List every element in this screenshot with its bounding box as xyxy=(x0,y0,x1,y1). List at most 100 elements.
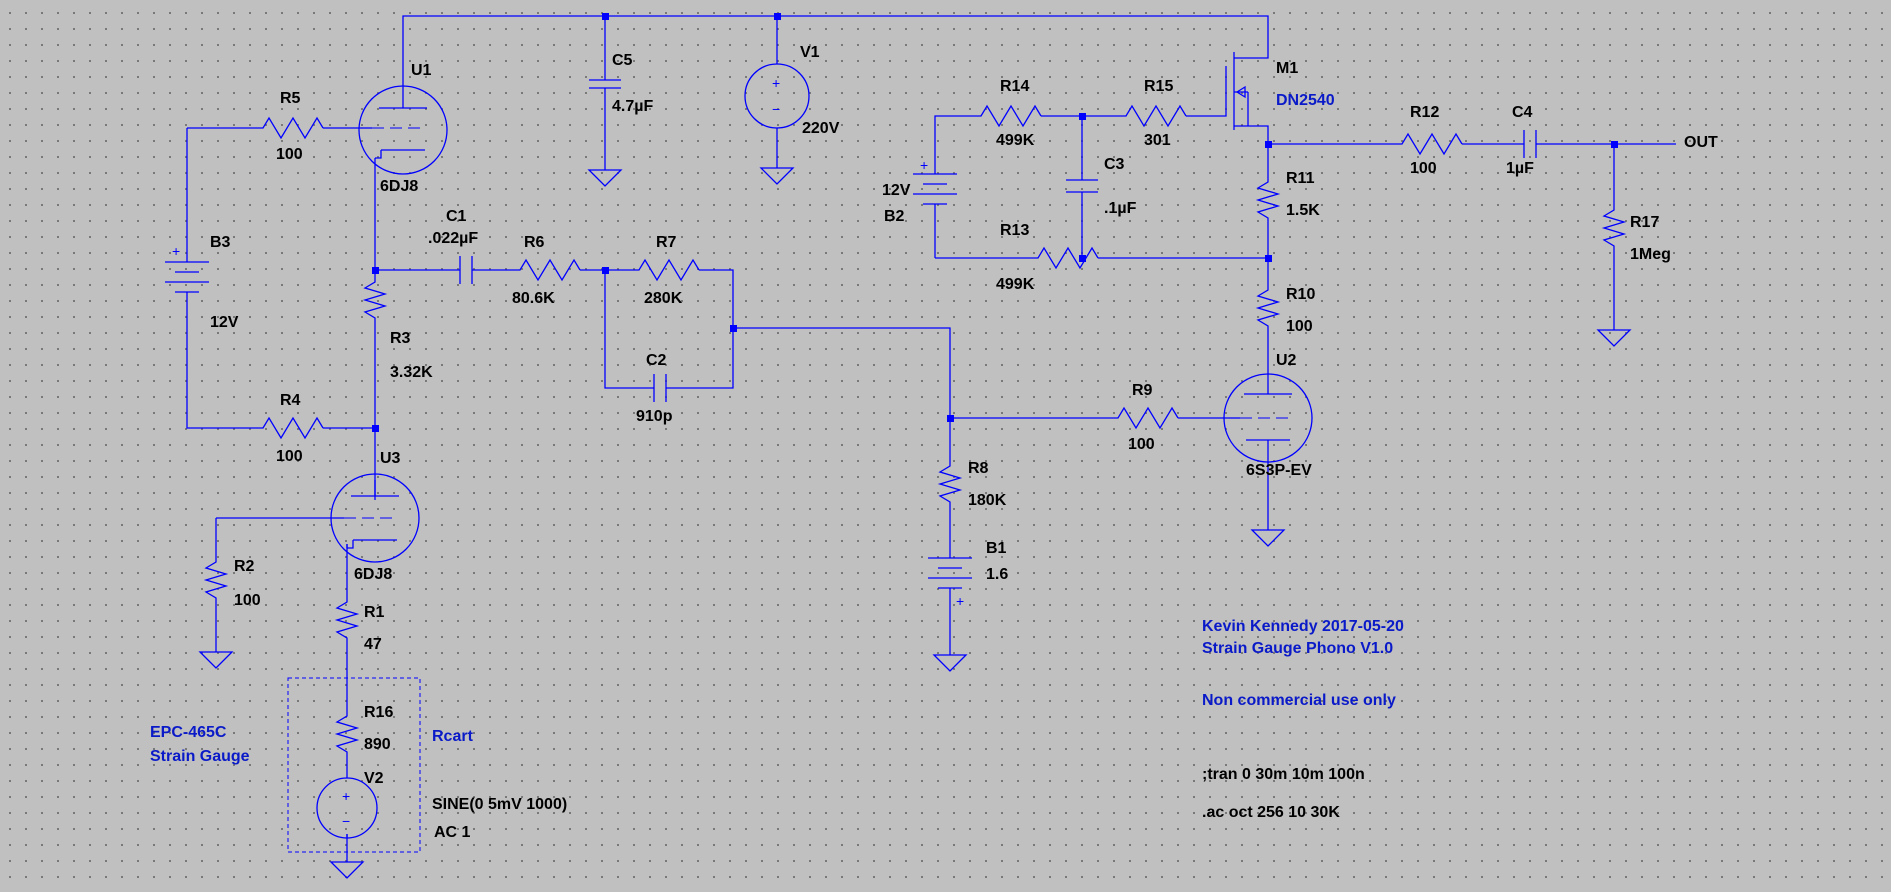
r5-value: 100 xyxy=(276,146,303,163)
capacitor-c2 xyxy=(653,374,667,402)
r14-value: 499K xyxy=(996,132,1035,149)
r10-value: 100 xyxy=(1286,318,1313,335)
comment-license: Non commercial use only xyxy=(1202,692,1396,709)
r9-value: 100 xyxy=(1128,436,1155,453)
resistor-r9 xyxy=(1106,406,1179,430)
c4-ref: C4 xyxy=(1512,104,1533,121)
r11-ref: R11 xyxy=(1286,170,1315,187)
wires xyxy=(186,15,1676,862)
r3-value: 3.32K xyxy=(390,364,433,381)
r4-ref: R4 xyxy=(280,392,301,409)
r15-value: 301 xyxy=(1144,132,1171,149)
r12-ref: R12 xyxy=(1410,104,1440,121)
v1-ref: V1 xyxy=(800,44,820,61)
r17-ref: R17 xyxy=(1630,214,1660,231)
minus-mark-v2: − xyxy=(342,813,351,829)
resistor-r11 xyxy=(1255,170,1281,230)
r6-ref: R6 xyxy=(524,234,545,251)
b3-value: 12V xyxy=(210,314,239,331)
c2-value: 910p xyxy=(636,408,673,425)
resistor-r4 xyxy=(251,416,324,440)
u3-ref: U3 xyxy=(380,450,401,467)
comment-cartridge-line1: EPC-465C xyxy=(150,724,227,741)
v2-value2: AC 1 xyxy=(434,824,471,841)
ground-v2 xyxy=(329,861,365,879)
c1-value: .022µF xyxy=(428,230,479,247)
r2-value: 100 xyxy=(234,592,261,609)
ground-u2 xyxy=(1250,529,1286,547)
resistor-r14 xyxy=(969,104,1042,128)
c3-ref: C3 xyxy=(1104,156,1125,173)
u2-model: 6S3P-EV xyxy=(1246,462,1312,479)
resistor-r2 xyxy=(203,550,229,622)
ground-v1 xyxy=(759,167,795,185)
comment-rcart: Rcart xyxy=(432,728,473,745)
c5-value: 4.7µF xyxy=(612,98,654,115)
plus-mark-b2: + xyxy=(920,157,929,173)
resistor-r10 xyxy=(1255,278,1281,338)
minus-mark-v1: − xyxy=(772,101,781,117)
r15-ref: R15 xyxy=(1144,78,1174,95)
r7-value: 280K xyxy=(644,290,683,307)
r3-ref: R3 xyxy=(390,330,411,347)
net-label-out: OUT xyxy=(1684,134,1718,151)
resistor-r3 xyxy=(362,270,388,330)
ground-c5 xyxy=(587,169,623,187)
plus-mark-v2: + xyxy=(342,788,351,804)
u2-ref: U2 xyxy=(1276,352,1297,369)
resistor-r12 xyxy=(1390,132,1463,156)
r6-value: 80.6K xyxy=(512,290,555,307)
resistor-r1 xyxy=(334,590,360,650)
tube-u2 xyxy=(1223,373,1313,463)
r1-value: 47 xyxy=(364,636,382,653)
voltage-sources xyxy=(316,63,810,839)
u1-model: 6DJ8 xyxy=(380,178,419,195)
batteries xyxy=(165,160,972,596)
r7-ref: R7 xyxy=(656,234,677,251)
r13-ref: R13 xyxy=(1000,222,1030,239)
c5-ref: C5 xyxy=(612,52,633,69)
comment-author: Kevin Kennedy 2017-05-20 xyxy=(1202,618,1404,635)
r4-value: 100 xyxy=(276,448,303,465)
tube-u1 xyxy=(358,85,448,175)
r14-ref: R14 xyxy=(1000,78,1030,95)
capacitor-c3 xyxy=(1066,179,1098,193)
r9-ref: R9 xyxy=(1132,382,1153,399)
plus-mark-b3: + xyxy=(172,243,181,259)
c3-value: .1µF xyxy=(1104,200,1137,217)
battery-b3 xyxy=(165,248,209,308)
resistor-r13 xyxy=(1026,246,1099,270)
r16-ref: R16 xyxy=(364,704,394,721)
v2-ref: V2 xyxy=(364,770,384,787)
u1-ref: U1 xyxy=(411,62,432,79)
r8-ref: R8 xyxy=(968,460,989,477)
r12-value: 100 xyxy=(1410,160,1437,177)
ground-r17 xyxy=(1596,329,1632,347)
plus-mark-v1: + xyxy=(772,75,781,91)
resistor-r16 xyxy=(334,704,360,764)
v2-value: SINE(0 5mV 1000) xyxy=(432,796,568,813)
b2-ref: B2 xyxy=(884,208,905,225)
resistor-r15 xyxy=(1114,104,1187,128)
u3-model: 6DJ8 xyxy=(354,566,393,583)
resistor-r5 xyxy=(251,116,324,140)
source-v1 xyxy=(744,63,810,129)
b3-ref: B3 xyxy=(210,234,231,251)
mosfet-m1 xyxy=(1210,52,1249,130)
capacitor-c4 xyxy=(1523,130,1537,158)
ground-b1 xyxy=(932,654,968,672)
resistor-r7 xyxy=(627,258,700,282)
r17-value: 1Meg xyxy=(1630,246,1671,263)
comment-project: Strain Gauge Phono V1.0 xyxy=(1202,640,1394,657)
r16-value: 890 xyxy=(364,736,391,753)
r13-value: 499K xyxy=(996,276,1035,293)
b1-ref: B1 xyxy=(986,540,1007,557)
b1-value: 1.6 xyxy=(986,566,1009,583)
directive-ac: .ac oct 256 10 30K xyxy=(1202,804,1340,821)
r8-value: 180K xyxy=(968,492,1007,509)
m1-model: DN2540 xyxy=(1276,92,1335,109)
r1-ref: R1 xyxy=(364,604,385,621)
ground-r2 xyxy=(198,651,234,669)
rcart-box xyxy=(287,677,421,853)
